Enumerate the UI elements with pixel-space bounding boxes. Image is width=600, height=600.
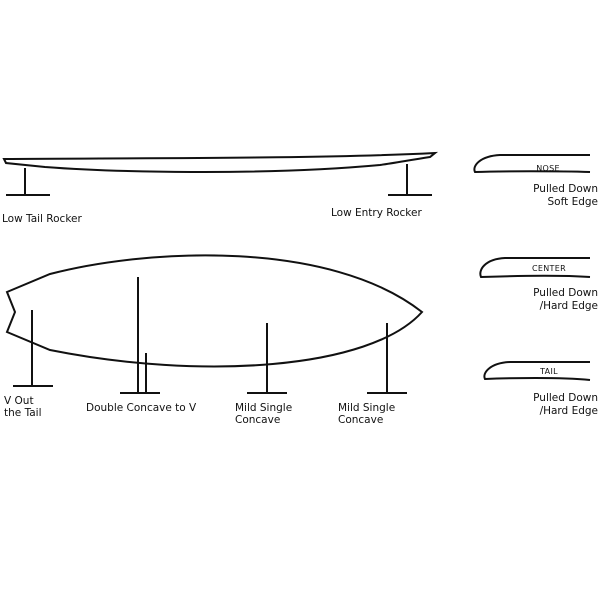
mild-concave-2-label-2: Concave — [338, 414, 383, 426]
rail-section-label: TAIL — [539, 367, 558, 376]
mild-concave-marker-2 — [367, 323, 407, 394]
rail-tail: TAIL Pulled Down /Hard Edge — [483, 361, 598, 417]
mild-concave-1-label-1: Mild Single — [235, 402, 292, 414]
rail-desc: Pulled Down — [533, 183, 598, 195]
rail-desc: Pulled Down — [533, 392, 598, 404]
rail-desc: Pulled Down — [533, 287, 598, 299]
rail-nose: NOSE Pulled Down Soft Edge — [473, 154, 598, 208]
rail-desc: /Hard Edge — [540, 300, 598, 312]
rail-center: CENTER Pulled Down /Hard Edge — [479, 257, 598, 312]
mild-concave-marker-1 — [247, 323, 287, 394]
mild-concave-2-label-1: Mild Single — [338, 402, 395, 414]
v-out-label-1: V Out — [4, 395, 34, 407]
tail-rocker-marker — [6, 168, 50, 196]
rocker-profile: Low Tail Rocker Low Entry Rocker — [2, 151, 439, 225]
double-concave-marker — [120, 277, 160, 394]
rail-desc: Soft Edge — [548, 196, 598, 208]
rail-section-label: CENTER — [532, 264, 566, 273]
tail-rocker-label: Low Tail Rocker — [2, 213, 82, 225]
mild-concave-1-label-2: Concave — [235, 414, 280, 426]
board-outline: V Out the Tail Double Concave to V Mild … — [4, 254, 424, 426]
v-out-label-2: the Tail — [4, 407, 42, 419]
entry-rocker-label: Low Entry Rocker — [331, 207, 422, 219]
rail-section-label: NOSE — [536, 164, 560, 173]
rail-desc: /Hard Edge — [540, 405, 598, 417]
entry-rocker-marker — [388, 164, 432, 196]
double-concave-label: Double Concave to V — [86, 402, 197, 414]
v-out-marker — [13, 310, 53, 387]
